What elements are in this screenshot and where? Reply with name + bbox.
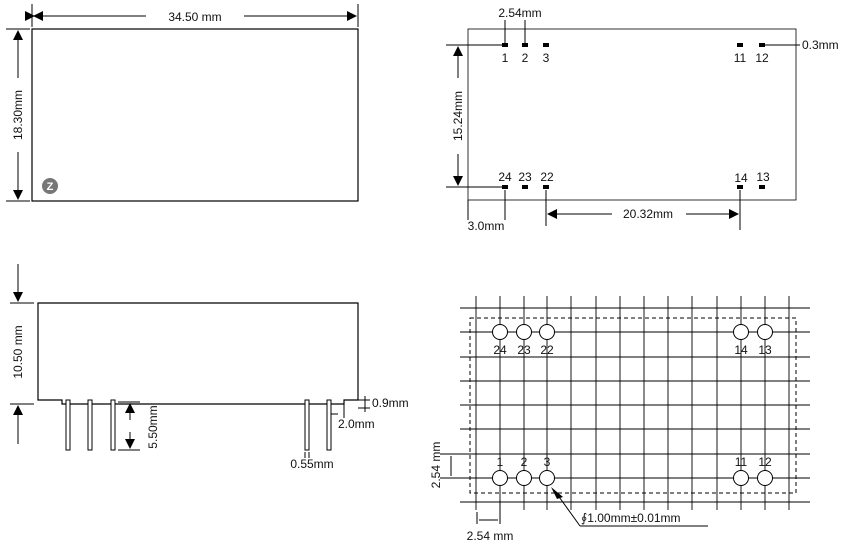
pin-pad — [543, 185, 549, 189]
pin-number: 2 — [521, 455, 528, 469]
pin-number: 14 — [734, 343, 748, 357]
pin-number: 23 — [518, 170, 532, 184]
module-side-outline — [37, 302, 359, 405]
pin-number: 22 — [540, 170, 554, 184]
width-label: 34.50 mm — [168, 10, 221, 24]
pin-number: 13 — [758, 343, 772, 357]
leader-line — [556, 493, 581, 527]
pin-number: 23 — [517, 343, 531, 357]
pin-pad — [522, 185, 528, 189]
module-outline — [31, 28, 359, 202]
standoff-label: 0.9mm — [372, 396, 409, 410]
pin-leg — [326, 399, 332, 451]
pin-pad — [737, 43, 743, 47]
row-spacing-label: 15.24mm — [451, 91, 465, 141]
logo-icon — [42, 178, 58, 194]
pin-number: 2 — [522, 51, 529, 65]
pin-width-label: 0.3mm — [802, 38, 839, 52]
edge-label: 3.0mm — [468, 219, 505, 233]
edge-label: 2.0mm — [338, 417, 375, 431]
pcb-layout — [460, 296, 810, 510]
pitch-label: 2.54mm — [498, 6, 541, 20]
pcb-holes: 24 23 22 14 13 1 2 3 11 12 2.54 mm 2.54 … — [429, 324, 773, 543]
pin-number: 12 — [758, 455, 772, 469]
pad-hole — [492, 470, 508, 486]
pin-view: 1 2 3 11 12 24 23 22 14 13 2.54mm 0.3mm … — [446, 6, 839, 233]
pin-number: 11 — [734, 51, 747, 65]
pad-hole — [539, 324, 555, 340]
pin-width-label: 0.55mm — [290, 457, 333, 471]
pin-number: 1 — [497, 455, 504, 469]
span-label: 20.32mm — [623, 207, 673, 221]
pin-pad — [759, 185, 765, 189]
pad-hole — [733, 324, 749, 340]
height-label: 18.30mm — [11, 90, 25, 140]
pad-hole — [492, 324, 508, 340]
leader-arrow-icon — [551, 487, 563, 499]
height-label: 10.50 mm — [11, 325, 25, 378]
pin-pad — [502, 43, 508, 47]
pin-pad — [737, 185, 743, 189]
pad-hole — [757, 324, 773, 340]
top-view: 34.50 mm 18.30mm Z — [6, 4, 359, 202]
pin-leg — [65, 399, 71, 451]
pin-pad — [759, 43, 765, 47]
pin-length-label: 5.50mm — [146, 405, 160, 448]
horizontal-pitch-label: 2.54 mm — [467, 529, 514, 543]
pin-number: 3 — [543, 51, 550, 65]
pin-leg — [87, 399, 93, 451]
pin-number: 12 — [755, 51, 769, 65]
pin-number: 13 — [756, 170, 770, 184]
pad-hole — [757, 470, 773, 486]
module-outline-bottom — [467, 28, 797, 201]
logo-letter: Z — [47, 181, 54, 193]
pad-hole — [516, 470, 532, 486]
side-view: 10.50 mm 5.50mm 0.55mm 0.9mm 2.0mm — [10, 264, 409, 471]
pad-hole — [539, 470, 555, 486]
pin-number: 24 — [498, 170, 512, 184]
hole-label: ∮1.00mm±0.01mm — [581, 511, 681, 525]
pin-number: 3 — [544, 455, 551, 469]
pin-number: 1 — [502, 51, 509, 65]
vertical-pitch-label: 2.54 mm — [429, 442, 443, 489]
pin-number: 11 — [735, 455, 748, 469]
pin-pad — [502, 185, 508, 189]
pin-pad — [543, 43, 549, 47]
pin-pad — [522, 43, 528, 47]
pin-leg — [110, 399, 116, 451]
pin-leg — [304, 399, 310, 451]
pin-number: 22 — [540, 343, 554, 357]
pin-number: 14 — [734, 171, 748, 185]
keepout-outline — [469, 317, 797, 494]
pad-hole — [516, 324, 532, 340]
pad-hole — [733, 470, 749, 486]
pin-number: 24 — [493, 343, 507, 357]
